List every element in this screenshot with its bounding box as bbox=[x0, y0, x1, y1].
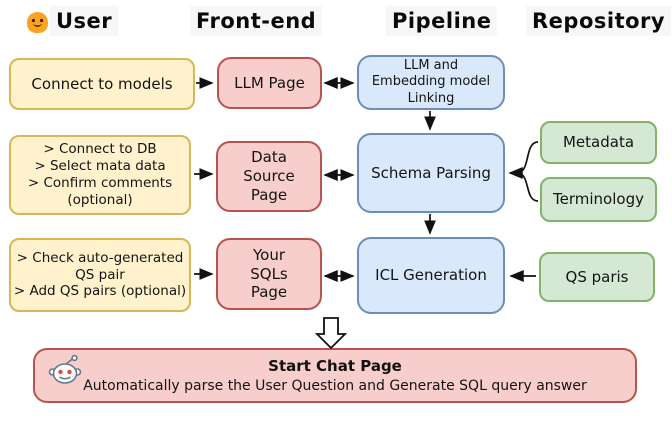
node-line: > Confirm comments bbox=[27, 175, 173, 191]
hugging-face-icon bbox=[24, 9, 51, 40]
node-start-chat-page: Start Chat Page Automatically parse the … bbox=[33, 348, 637, 403]
node-label: QS paris bbox=[565, 267, 629, 286]
node-line: > Connect to DB bbox=[43, 141, 157, 158]
node-label: Data Source Page bbox=[243, 148, 295, 204]
node-line: > Check auto-generated bbox=[16, 249, 184, 266]
robot-icon bbox=[45, 354, 85, 392]
node-label: Terminology bbox=[553, 190, 644, 209]
footer-title: Start Chat Page bbox=[268, 357, 402, 375]
node-label: Metadata bbox=[562, 133, 635, 152]
node-line: > Add QS pairs (optional) bbox=[13, 283, 187, 300]
node-label: Your SQLs Page bbox=[250, 245, 288, 302]
brace-repository bbox=[516, 141, 539, 202]
node-qs-pairs: QS paris bbox=[539, 252, 655, 302]
node-db-steps: > Connect to DB > Select mata data > Con… bbox=[9, 135, 191, 215]
node-connect-to-models: Connect to models bbox=[9, 58, 195, 110]
node-metadata: Metadata bbox=[540, 121, 657, 164]
column-header-repository: Repository bbox=[526, 6, 672, 36]
node-label: LLM and Embedding model Linking bbox=[371, 58, 491, 106]
node-icl-generation: ICL Generation bbox=[357, 237, 505, 314]
node-data-source-page: Data Source Page bbox=[216, 141, 322, 212]
node-label: LLM Page bbox=[234, 73, 305, 92]
footer-subtitle: Automatically parse the User Question an… bbox=[83, 378, 587, 394]
node-line: (optional) bbox=[67, 191, 133, 208]
column-header-pipeline: Pipeline bbox=[386, 6, 498, 36]
node-label: Schema Parsing bbox=[371, 163, 491, 182]
node-qs-steps: > Check auto-generated QS pair > Add QS … bbox=[9, 238, 191, 312]
big-down-arrow bbox=[314, 317, 348, 350]
node-your-sqls-page: Your SQLs Page bbox=[216, 238, 322, 310]
node-llm-page: LLM Page bbox=[217, 57, 322, 109]
node-line: QS pair bbox=[75, 266, 125, 283]
column-header-frontend: Front-end bbox=[190, 6, 323, 36]
node-schema-parsing: Schema Parsing bbox=[357, 133, 505, 213]
node-label: Connect to models bbox=[31, 74, 173, 93]
node-terminology: Terminology bbox=[540, 177, 657, 222]
node-line: > Select mata data bbox=[34, 158, 166, 175]
node-label: ICL Generation bbox=[375, 266, 487, 285]
column-header-user: User bbox=[50, 6, 119, 36]
node-llm-embedding-linking: LLM and Embedding model Linking bbox=[357, 55, 505, 110]
